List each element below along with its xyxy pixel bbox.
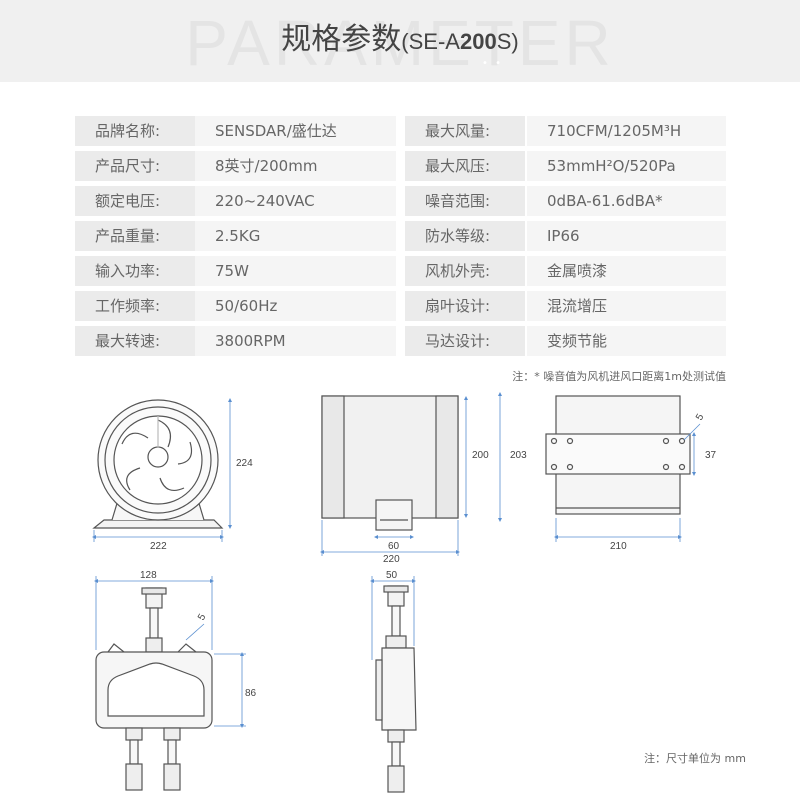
dim-side-height-outer: 203 — [510, 450, 527, 461]
spec-label: 最大风量: — [405, 116, 525, 146]
spec-label: 额定电压: — [75, 186, 195, 216]
spec-row: 额定电压: 220~240VAC 噪音范围: 0dBA-61.6dBA* — [75, 186, 726, 216]
spec-label: 最大转速: — [75, 326, 195, 356]
front-view-dimensions — [92, 398, 232, 542]
side-view-drawing — [321, 395, 459, 531]
spec-value: 50/60Hz — [195, 291, 396, 321]
spec-label: 噪音范围: — [405, 186, 525, 216]
model-bold: 200 — [459, 29, 497, 54]
spec-value: 53mmH²O/520Pa — [527, 151, 726, 181]
side-view-dimensions — [320, 392, 502, 556]
spec-row: 输入功率: 75W 风机外壳: 金属喷漆 — [75, 256, 726, 286]
spec-label: 防水等级: — [405, 221, 525, 251]
dim-side-height: 200 — [472, 450, 489, 461]
control-box-front-dimensions — [94, 576, 246, 728]
front-view-drawing — [92, 399, 224, 529]
spec-label: 输入功率: — [75, 256, 195, 286]
noise-note: 注：* 噪音值为风机进风口距离1m处测试值 — [512, 370, 726, 383]
mount-view-drawing — [545, 395, 691, 515]
watermark-text: PARAMETER — [185, 7, 615, 79]
spec-label: 产品尺寸: — [75, 151, 195, 181]
dim-side-length: 220 — [383, 554, 400, 565]
dim-mount-width: 210 — [610, 541, 627, 552]
dim-side-foot: 60 — [388, 541, 400, 552]
dim-box-side-width: 50 — [386, 570, 398, 581]
unit-note: 注：尺寸单位为 mm — [644, 752, 746, 765]
spec-value: 8英寸/200mm — [195, 151, 396, 181]
title-dots: • • — [482, 58, 503, 69]
spec-row: 品牌名称: SENSDAR/盛仕达 最大风量: 710CFM/1205M³H — [75, 116, 726, 146]
dim-mount-height: 37 — [705, 450, 717, 461]
dim-box-width: 128 — [140, 570, 157, 581]
spec-value: 75W — [195, 256, 396, 286]
spec-label: 马达设计: — [405, 326, 525, 356]
spec-value: 710CFM/1205M³H — [527, 116, 726, 146]
model-number: (SE-A200S) — [401, 29, 518, 54]
title-text: 规格参数 — [281, 22, 402, 57]
spec-value: 220~240VAC — [195, 186, 396, 216]
mount-view-dimensions — [554, 423, 701, 542]
spec-label: 风机外壳: — [405, 256, 525, 286]
spec-value: IP66 — [527, 221, 726, 251]
dim-front-width: 222 — [150, 541, 167, 552]
control-box-front-drawing — [95, 587, 213, 791]
spec-value: 金属喷漆 — [527, 256, 726, 286]
spec-row: 产品重量: 2.5KG 防水等级: IP66 — [75, 221, 726, 251]
dim-mount-mark: 5 — [694, 412, 707, 423]
spec-value: SENSDAR/盛仕达 — [195, 116, 396, 146]
control-box-side-dimensions — [370, 576, 416, 660]
spec-label: 扇叶设计: — [405, 291, 525, 321]
spec-label: 品牌名称: — [75, 116, 195, 146]
spec-label: 产品重量: — [75, 221, 195, 251]
spec-value: 变频节能 — [527, 326, 726, 356]
header-banner: PARAMETER 规格参数(SE-A200S) • • — [0, 0, 800, 82]
dim-box-mark: 5 — [196, 612, 209, 623]
spec-row: 工作频率: 50/60Hz 扇叶设计: 混流增压 — [75, 291, 726, 321]
spec-value: 3800RPM — [195, 326, 396, 356]
spec-value: 2.5KG — [195, 221, 396, 251]
control-box-side-drawing — [375, 585, 417, 793]
page-title: 规格参数(SE-A200S) — [0, 18, 800, 64]
spec-value: 0dBA-61.6dBA* — [527, 186, 726, 216]
model-prefix: (SE-A — [401, 29, 460, 54]
model-suffix: S) — [496, 29, 519, 54]
spec-value: 混流增压 — [527, 291, 726, 321]
dim-box-height: 86 — [245, 688, 257, 699]
dim-front-height: 224 — [236, 458, 253, 469]
spec-row: 最大转速: 3800RPM 马达设计: 变频节能 — [75, 326, 726, 356]
spec-label: 最大风压: — [405, 151, 525, 181]
spec-label: 工作频率: — [75, 291, 195, 321]
spec-row: 产品尺寸: 8英寸/200mm 最大风压: 53mmH²O/520Pa — [75, 151, 726, 181]
